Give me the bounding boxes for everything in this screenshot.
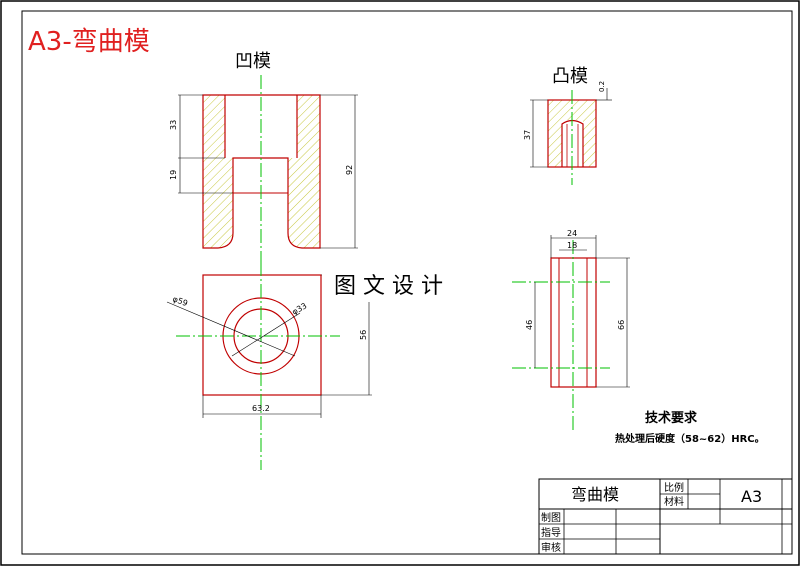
- die-view-label: 凹模: [235, 51, 271, 72]
- dim-punch-top-width: 24: [567, 229, 577, 238]
- title-row-guided: 指导: [541, 526, 561, 539]
- dim-punch-small: 0.2: [598, 81, 606, 92]
- title-block: 弯曲模 比例 材料 A3 制图 指导 审核: [538, 478, 793, 555]
- punch-front-view: 37 0.2: [523, 81, 612, 185]
- dim-die-top: 33: [169, 120, 178, 130]
- sheet-title: A3-弯曲模: [28, 27, 150, 57]
- watermark: 图 文 设 计: [334, 274, 443, 299]
- dim-die-plan-height: 56: [359, 330, 368, 340]
- die-front-view: 33 19 92: [169, 75, 358, 262]
- watermark-bg: [322, 266, 472, 302]
- tech-req-title: 技术要求: [645, 410, 698, 426]
- dim-die-mid: 19: [169, 170, 178, 180]
- dim-die-outer-dia: φ59: [171, 294, 189, 308]
- dim-punch-height: 37: [523, 130, 532, 140]
- title-row-checked: 审核: [541, 541, 561, 554]
- dim-die-height: 92: [345, 165, 354, 175]
- title-row-drawn: 制图: [541, 511, 561, 524]
- dim-punch-mid-height: 46: [525, 320, 534, 330]
- title-part-name: 弯曲模: [571, 485, 619, 504]
- tech-req-note: 热处理后硬度（58~62）HRC。: [615, 432, 765, 445]
- title-material-label: 材料: [664, 495, 684, 508]
- dim-punch-total-height: 66: [617, 320, 626, 330]
- title-scale-label: 比例: [664, 481, 684, 494]
- punch-side-view: 24 18 46 66: [512, 229, 630, 430]
- dim-punch-inner-width: 18: [567, 241, 577, 250]
- punch-view-label: 凸模: [552, 66, 588, 87]
- dim-die-inner-dia: φ33: [291, 301, 309, 317]
- title-sheet-size: A3: [741, 487, 762, 506]
- inner-border: [21, 10, 793, 555]
- dim-die-plan-width: 63.2: [252, 404, 270, 413]
